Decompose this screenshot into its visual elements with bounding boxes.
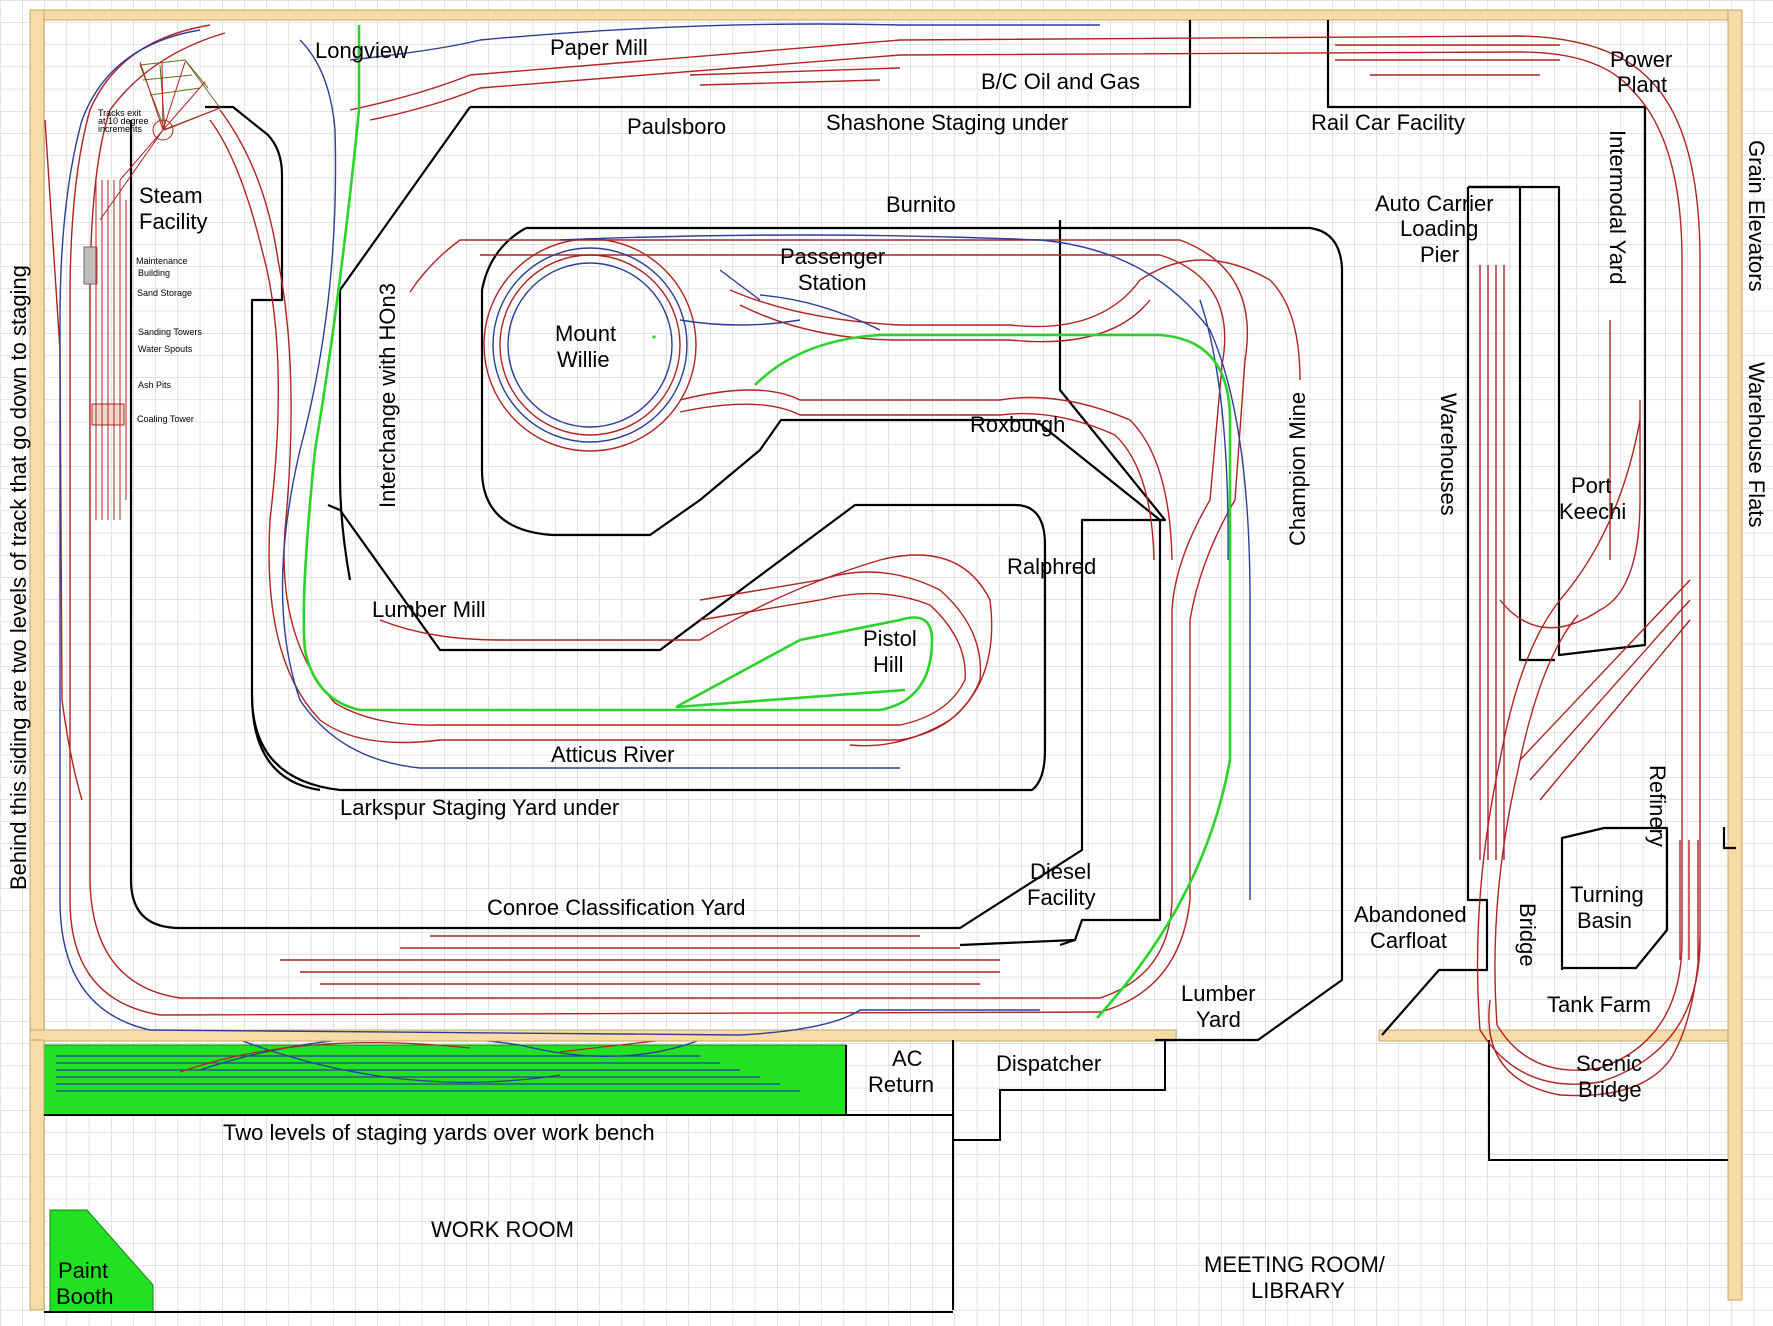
note-coaling-tower: Coaling Tower <box>137 414 194 424</box>
maintenance-building <box>83 246 98 285</box>
label-conroe: Conroe Classification Yard <box>487 895 745 920</box>
label-yard: Yard <box>1196 1007 1241 1032</box>
label-pier: Pier <box>1420 242 1459 267</box>
label-behind-siding: Behind this siding are two levels of tra… <box>6 265 31 890</box>
label-larkspur: Larkspur Staging Yard under <box>340 795 619 820</box>
red-tracks <box>44 24 1701 1097</box>
label-atticus-river: Atticus River <box>551 742 674 767</box>
label-mount: Mount <box>555 321 616 346</box>
label-pistol: Pistol <box>863 626 917 651</box>
note-sanding-towers: Sanding Towers <box>138 327 202 337</box>
label-scenic-bridge: Bridge <box>1578 1077 1642 1102</box>
label-warehouse-flats: Warehouse Flats <box>1744 362 1769 527</box>
label-booth: Booth <box>56 1284 114 1309</box>
label-champion-mine: Champion Mine <box>1285 392 1310 546</box>
label-warehouses: Warehouses <box>1436 393 1461 516</box>
fascia <box>129 20 1736 1042</box>
label-lumber: Lumber <box>1181 981 1256 1006</box>
label-paulsboro: Paulsboro <box>627 114 726 139</box>
label-dispatcher: Dispatcher <box>996 1051 1101 1076</box>
label-interchange: Interchange with HOn3 <box>375 283 400 508</box>
note-turntable-2: at 10 degree <box>98 116 149 126</box>
label-ralphred: Ralphred <box>1007 554 1096 579</box>
label-meeting-room: MEETING ROOM/ <box>1204 1252 1386 1277</box>
label-facility: Facility <box>139 209 207 234</box>
label-power: Power <box>1610 47 1672 72</box>
label-loading: Loading <box>1400 216 1478 241</box>
note-turntable-1: Tracks exit <box>98 108 142 118</box>
label-refinery: Refinery <box>1645 765 1670 847</box>
label-burnito: Burnito <box>886 192 956 217</box>
label-keechi: Keechi <box>1559 499 1626 524</box>
label-willie: Willie <box>557 347 610 372</box>
label-grain-elevators: Grain Elevators <box>1744 140 1769 292</box>
staging-bench <box>43 1044 847 1116</box>
label-bc-oil-gas: B/C Oil and Gas <box>981 69 1140 94</box>
label-carfloat: Carfloat <box>1370 928 1447 953</box>
label-diesel-facility: Facility <box>1027 885 1095 910</box>
label-return: Return <box>868 1072 934 1097</box>
labels: Longview Paper Mill B/C Oil and Gas Paul… <box>6 35 1769 1309</box>
label-roxburgh: Roxburgh <box>970 412 1065 437</box>
steam-notes: Tracks exit at 10 degree increments Main… <box>98 108 202 424</box>
label-steam: Steam <box>139 183 203 208</box>
note-sand-storage: Sand Storage <box>137 288 192 298</box>
label-longview: Longview <box>315 38 408 63</box>
label-passenger: Passenger <box>780 244 885 269</box>
label-tank-farm: Tank Farm <box>1547 992 1651 1017</box>
label-work-room: WORK ROOM <box>431 1217 574 1242</box>
label-ac: AC <box>892 1046 923 1071</box>
label-diesel: Diesel <box>1030 859 1091 884</box>
label-hill: Hill <box>873 652 904 677</box>
note-maintenance-2: Building <box>138 268 170 278</box>
room-lines <box>44 1040 1728 1313</box>
label-paper-mill: Paper Mill <box>550 35 648 60</box>
steam-yard-tracks <box>95 180 127 520</box>
label-two-levels: Two levels of staging yards over work be… <box>223 1120 655 1145</box>
note-water-spouts: Water Spouts <box>138 344 193 354</box>
label-plant: Plant <box>1617 72 1667 97</box>
turntable-rays <box>99 61 221 221</box>
label-paint: Paint <box>58 1258 108 1283</box>
label-basin: Basin <box>1577 908 1632 933</box>
label-scenic: Scenic <box>1576 1051 1642 1076</box>
label-shashone: Shashone Staging under <box>826 110 1068 135</box>
blue-tracks <box>59 23 1251 1036</box>
label-port: Port <box>1571 473 1611 498</box>
note-turntable-3: increments <box>98 124 143 134</box>
label-rail-car: Rail Car Facility <box>1311 110 1465 135</box>
label-turning: Turning <box>1570 882 1644 907</box>
label-auto-carrier: Auto Carrier <box>1375 191 1494 216</box>
label-lumber-mill: Lumber Mill <box>372 597 486 622</box>
label-library: LIBRARY <box>1251 1278 1345 1303</box>
label-bridge: Bridge <box>1515 903 1540 967</box>
note-maintenance-1: Maintenance <box>136 256 188 266</box>
label-station: Station <box>798 270 867 295</box>
green-hon3-line <box>302 25 1232 1019</box>
walls <box>29 9 1743 1311</box>
note-ash-pits: Ash Pits <box>138 380 172 390</box>
label-intermodal-yard: Intermodal Yard <box>1605 130 1630 285</box>
paint-booth <box>49 1209 154 1313</box>
label-abandoned: Abandoned <box>1354 902 1467 927</box>
